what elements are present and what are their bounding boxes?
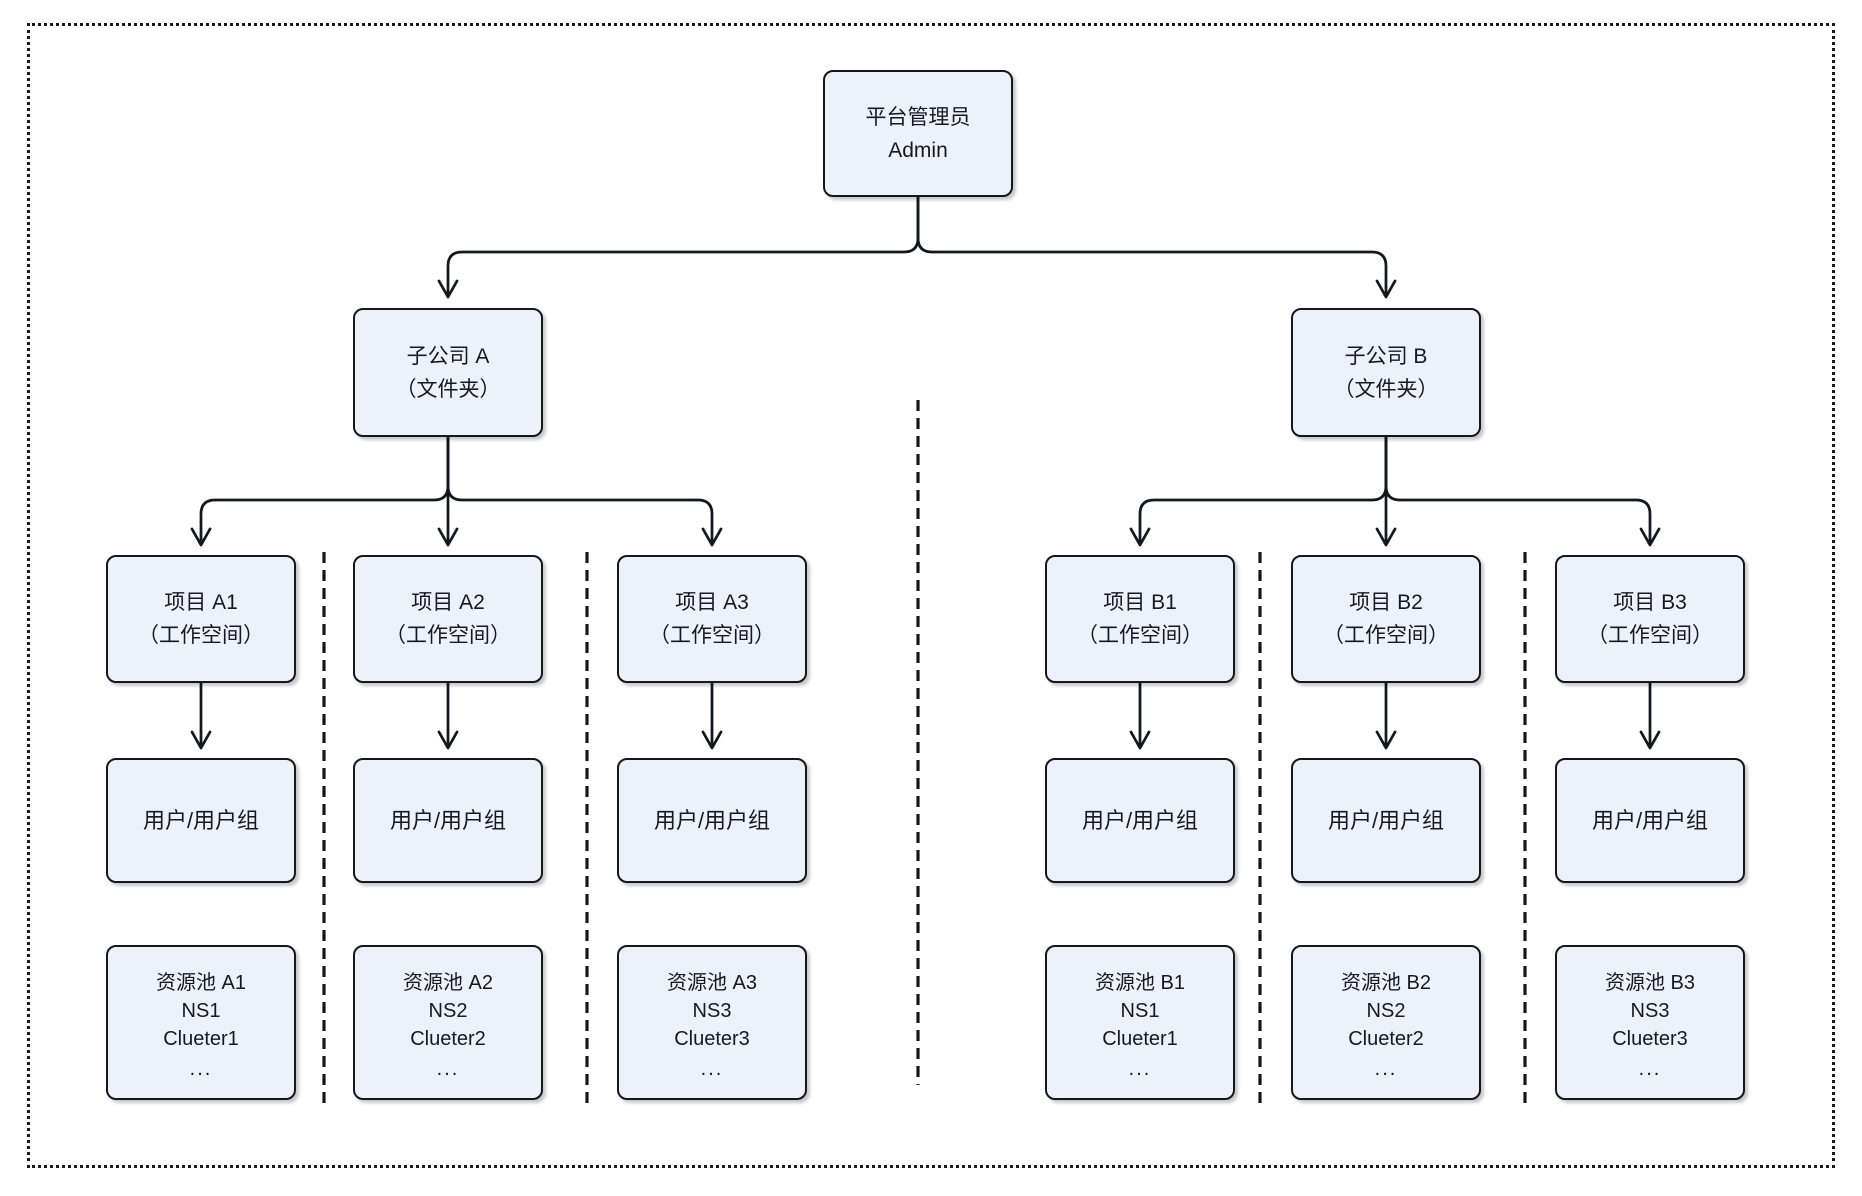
pool-a1-title: 资源池 A1 xyxy=(155,972,247,994)
project-b2-subtitle: （工作空间） xyxy=(1323,624,1449,647)
users-a1-box: 用户/用户组 xyxy=(106,758,296,883)
pool-a1-ns: NS1 xyxy=(181,1000,221,1022)
pool-b2-cluster: Clueter2 xyxy=(1348,1028,1424,1050)
pool-a3-cluster: Clueter3 xyxy=(674,1028,750,1050)
project-a1-title: 项目 A1 xyxy=(164,591,238,614)
project-a3-box: 项目 A3 （工作空间） xyxy=(617,555,807,683)
admin-label-en: Admin xyxy=(888,138,948,162)
folder-b-subtitle: （文件夹） xyxy=(1333,377,1439,401)
project-b3-subtitle: （工作空间） xyxy=(1587,624,1713,647)
pool-b1-title: 资源池 B1 xyxy=(1094,972,1186,994)
edge-folder-b-to-project-b1 xyxy=(1129,437,1388,547)
edge-root-to-folder-b xyxy=(916,197,1397,299)
users-b2-label: 用户/用户组 xyxy=(1327,808,1445,833)
folder-a-box: 子公司 A （文件夹） xyxy=(353,308,543,437)
project-b1-subtitle: （工作空间） xyxy=(1077,624,1203,647)
pool-a2-cluster: Clueter2 xyxy=(410,1028,486,1050)
pool-b2-ns: NS2 xyxy=(1366,1000,1406,1022)
pool-a1-box: 资源池 A1 NS1 Clueter1 ... xyxy=(106,945,296,1100)
pool-b3-box: 资源池 B3 NS3 Clueter3 ... xyxy=(1555,945,1745,1100)
pool-a3-ellipsis: ... xyxy=(700,1058,724,1080)
edge-folder-a-to-project-a1 xyxy=(190,437,450,547)
users-b2-box: 用户/用户组 xyxy=(1291,758,1481,883)
users-b3-box: 用户/用户组 xyxy=(1555,758,1745,883)
project-b2-box: 项目 B2 （工作空间） xyxy=(1291,555,1481,683)
project-a2-subtitle: （工作空间） xyxy=(385,624,511,647)
admin-box: 平台管理员 Admin xyxy=(823,70,1013,197)
pool-b1-ellipsis: ... xyxy=(1128,1058,1152,1080)
pool-a2-box: 资源池 A2 NS2 Clueter2 ... xyxy=(353,945,543,1100)
pool-b2-box: 资源池 B2 NS2 Clueter2 ... xyxy=(1291,945,1481,1100)
admin-label-cn: 平台管理员 xyxy=(865,105,971,129)
project-b3-title: 项目 B3 xyxy=(1613,591,1687,614)
pool-a3-title: 资源池 A3 xyxy=(666,972,758,994)
users-a3-box: 用户/用户组 xyxy=(617,758,807,883)
pool-b3-ns: NS3 xyxy=(1630,1000,1670,1022)
project-a3-title: 项目 A3 xyxy=(675,591,749,614)
users-a3-label: 用户/用户组 xyxy=(653,808,771,833)
pool-b3-title: 资源池 B3 xyxy=(1604,972,1696,994)
pool-b2-title: 资源池 B2 xyxy=(1340,972,1432,994)
users-b3-label: 用户/用户组 xyxy=(1591,808,1709,833)
edge-folder-a-to-project-a3 xyxy=(446,437,723,547)
pool-a1-ellipsis: ... xyxy=(189,1058,213,1080)
pool-a1-cluster: Clueter1 xyxy=(163,1028,239,1050)
project-b1-box: 项目 B1 （工作空间） xyxy=(1045,555,1235,683)
users-a2-label: 用户/用户组 xyxy=(389,808,507,833)
pool-a3-box: 资源池 A3 NS3 Clueter3 ... xyxy=(617,945,807,1100)
project-b2-title: 项目 B2 xyxy=(1349,591,1423,614)
project-b1-title: 项目 B1 xyxy=(1103,591,1177,614)
pool-b1-ns: NS1 xyxy=(1120,1000,1160,1022)
pool-b1-cluster: Clueter1 xyxy=(1102,1028,1178,1050)
edge-folder-b-to-project-b3 xyxy=(1384,437,1661,547)
pool-b1-box: 资源池 B1 NS1 Clueter1 ... xyxy=(1045,945,1235,1100)
pool-b2-ellipsis: ... xyxy=(1374,1058,1398,1080)
project-a2-box: 项目 A2 （工作空间） xyxy=(353,555,543,683)
folder-a-subtitle: （文件夹） xyxy=(395,377,501,401)
users-a1-label: 用户/用户组 xyxy=(142,808,260,833)
project-a3-subtitle: （工作空间） xyxy=(649,624,775,647)
users-b1-label: 用户/用户组 xyxy=(1081,808,1199,833)
pool-b3-ellipsis: ... xyxy=(1638,1058,1662,1080)
pool-a2-title: 资源池 A2 xyxy=(402,972,494,994)
folder-a-title: 子公司 A xyxy=(406,344,490,368)
pool-a2-ns: NS2 xyxy=(428,1000,468,1022)
pool-a2-ellipsis: ... xyxy=(436,1058,460,1080)
folder-b-title: 子公司 B xyxy=(1344,344,1428,368)
project-a1-box: 项目 A1 （工作空间） xyxy=(106,555,296,683)
users-b1-box: 用户/用户组 xyxy=(1045,758,1235,883)
pool-b3-cluster: Clueter3 xyxy=(1612,1028,1688,1050)
folder-b-box: 子公司 B （文件夹） xyxy=(1291,308,1481,437)
project-a1-subtitle: （工作空间） xyxy=(138,624,264,647)
users-a2-box: 用户/用户组 xyxy=(353,758,543,883)
pool-a3-ns: NS3 xyxy=(692,1000,732,1022)
project-a2-title: 项目 A2 xyxy=(411,591,485,614)
project-b3-box: 项目 B3 （工作空间） xyxy=(1555,555,1745,683)
edge-root-to-folder-a xyxy=(437,197,920,299)
